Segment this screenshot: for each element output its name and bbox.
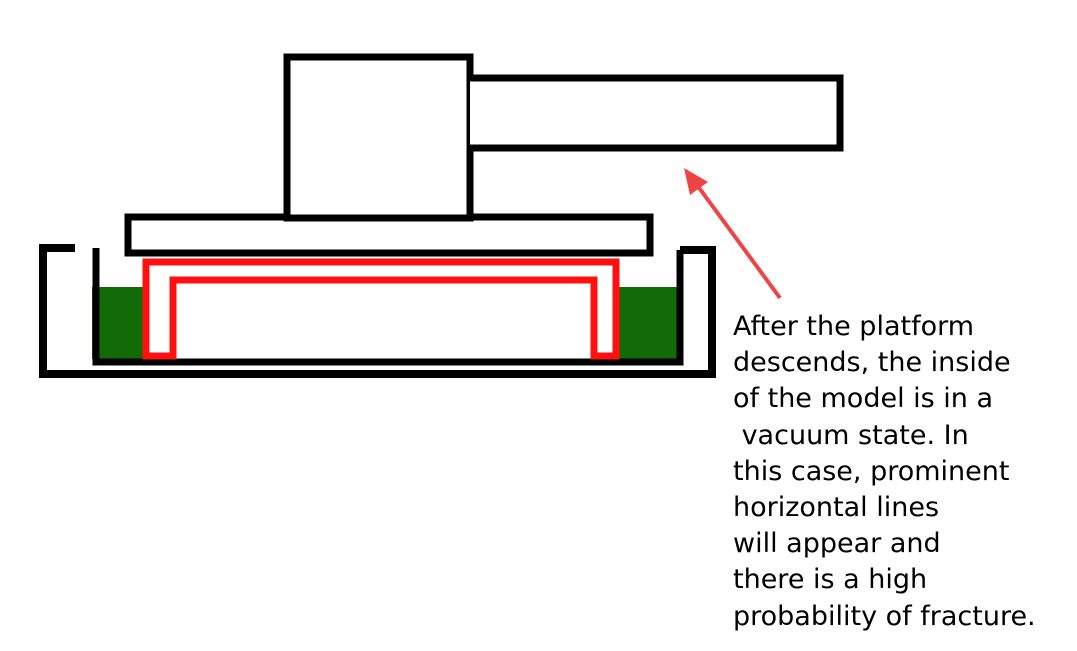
pointer-arrow-head: [684, 168, 708, 195]
annotation-line: horizontal lines: [733, 492, 940, 524]
resin-vat-inner-left: [92, 248, 684, 366]
annotation-line: probability of fracture.: [733, 600, 1036, 632]
annotation-line: there is a high: [733, 564, 928, 596]
resin-left: [92, 287, 148, 359]
pointer-arrow-shaft: [695, 183, 782, 300]
annotation-line: this case, prominent: [733, 455, 1010, 487]
annotation-text: After the platform descends, the inside of…: [733, 309, 1073, 635]
annotation-line: of the model is in a: [733, 383, 994, 415]
resin-right: [614, 287, 678, 359]
printer-head: [283, 53, 474, 222]
annotation-line: descends, the inside: [733, 347, 1011, 379]
annotation-line: will appear and: [733, 528, 941, 560]
annotation-line: After the platform: [733, 311, 975, 342]
build-platform: [124, 213, 654, 257]
printer-arm: [470, 74, 844, 152]
printed-model: [142, 258, 620, 360]
annotation-line: vacuum state. In: [733, 419, 969, 451]
resin-vat: [39, 244, 716, 378]
